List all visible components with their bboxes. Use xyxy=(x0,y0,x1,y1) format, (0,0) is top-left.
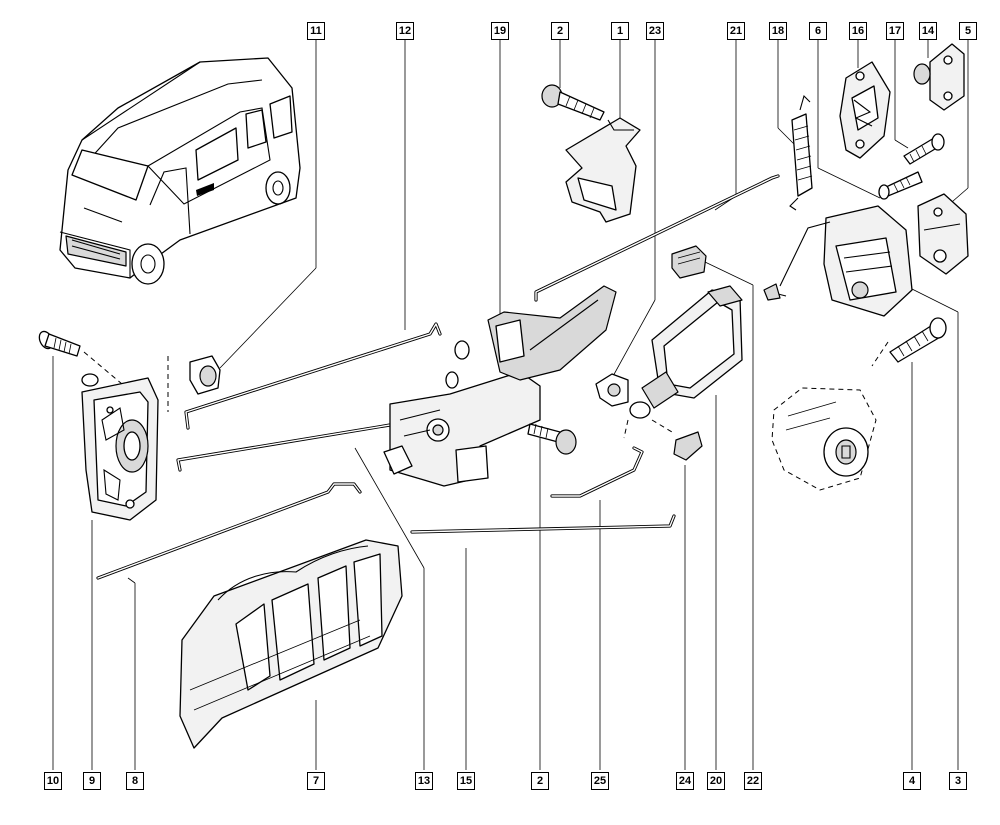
latch-plate-16 xyxy=(839,61,891,159)
callout-4: 4 xyxy=(903,772,921,790)
lock-cylinder-detail xyxy=(771,387,877,491)
callout-19: 19 xyxy=(491,22,509,40)
callout-9: 9 xyxy=(83,772,101,790)
screw-2-top xyxy=(541,84,605,121)
callout-2-top: 2 xyxy=(551,22,569,40)
actuator-20 xyxy=(623,285,743,439)
callout-21: 21 xyxy=(727,22,745,40)
callout-18: 18 xyxy=(769,22,787,40)
callout-10: 10 xyxy=(44,772,62,790)
rear-lock-3 xyxy=(763,205,913,317)
callout-12: 12 xyxy=(396,22,414,40)
callout-5: 5 xyxy=(959,22,977,40)
callout-1: 1 xyxy=(611,22,629,40)
leader-lines-bottom xyxy=(52,261,959,770)
callout-16: 16 xyxy=(849,22,867,40)
connector-22 xyxy=(671,245,707,279)
exterior-handle-7 xyxy=(179,539,403,749)
spring-18 xyxy=(789,94,813,211)
callout-24: 24 xyxy=(676,772,694,790)
callout-7: 7 xyxy=(307,772,325,790)
screw-17 xyxy=(903,133,945,165)
callout-13: 13 xyxy=(415,772,433,790)
callout-20: 20 xyxy=(707,772,725,790)
callout-25: 25 xyxy=(591,772,609,790)
callout-11: 11 xyxy=(307,22,325,40)
callout-3: 3 xyxy=(949,772,967,790)
screw-10 xyxy=(38,330,123,385)
clip-11 xyxy=(167,355,221,412)
callout-22: 22 xyxy=(744,772,762,790)
callout-14: 14 xyxy=(919,22,937,40)
lock-assembly-19 xyxy=(383,285,617,487)
callout-15: 15 xyxy=(457,772,475,790)
clip-23 xyxy=(595,373,629,407)
striker-14 xyxy=(913,43,965,111)
bracket-1 xyxy=(565,117,641,223)
plug-24 xyxy=(651,419,703,461)
callout-8: 8 xyxy=(126,772,144,790)
callout-23: 23 xyxy=(646,22,664,40)
callout-6: 6 xyxy=(809,22,827,40)
screw-4 xyxy=(871,317,947,367)
leader-lines-top xyxy=(219,40,969,379)
callout-2-bottom: 2 xyxy=(531,772,549,790)
callout-17: 17 xyxy=(886,22,904,40)
handle-mechanism-9 xyxy=(81,373,159,521)
screw-6 xyxy=(878,171,923,200)
screw-2-middle xyxy=(527,423,577,455)
van-illustration xyxy=(59,57,301,285)
plate-5 xyxy=(917,193,969,275)
